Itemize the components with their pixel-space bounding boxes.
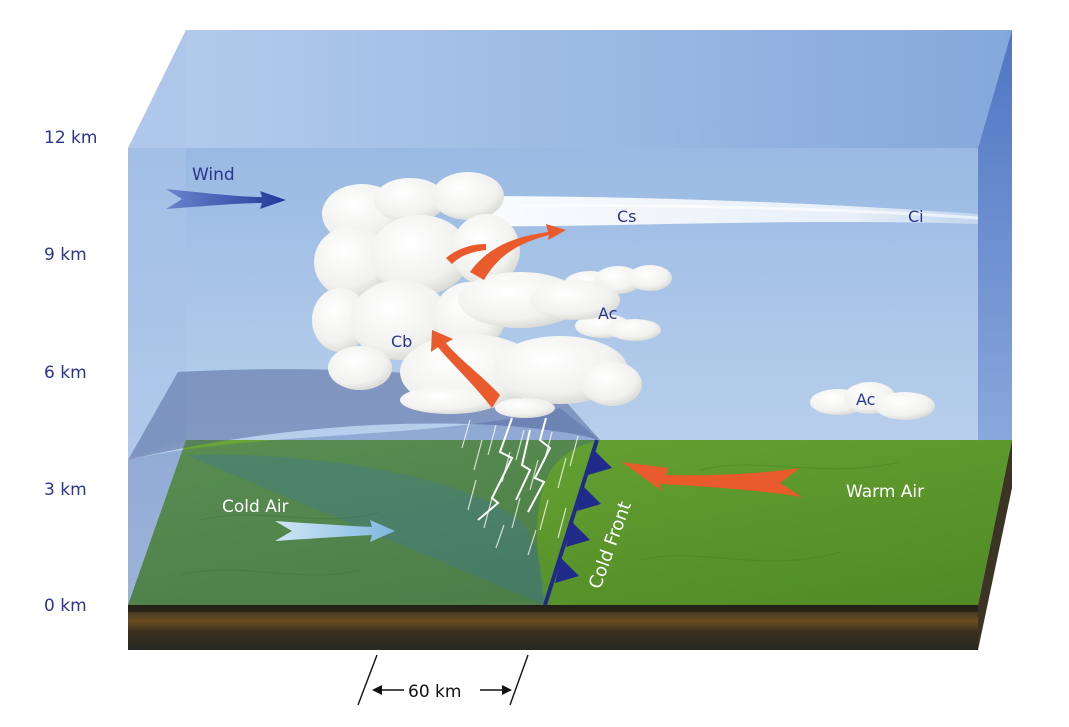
ac-lower-label: Ac [856,390,875,409]
cold-air-label: Cold Air [222,497,289,517]
cold-front-triangles [555,450,612,583]
rising-warm-arrow-upper [470,224,566,280]
soil-right-face [978,440,1012,650]
warm-air-arrow [622,462,802,497]
rain [461,419,579,556]
altitude-label-12km: 12 km [44,128,98,148]
cold-air-mass [128,408,600,605]
cirrostratus-cloud [470,196,978,227]
sky-left-face [128,30,186,460]
altitude-label-3km: 3 km [44,480,87,500]
lightning [477,417,552,521]
distance-label: 60 km [408,682,461,702]
altitude-label-6km: 6 km [44,363,87,383]
cold-air-arrow [275,520,395,542]
distance-tick-right [509,654,529,706]
sky-top-face [128,30,1012,148]
altitude-label-9km: 9 km [44,245,87,265]
cs-label: Cs [617,207,637,226]
cold-front-line [543,439,599,606]
altitude-label-0km: 0 km [44,596,87,616]
distance-tick-left [357,654,378,706]
soil-front-face [128,605,978,650]
sky-right-face [978,30,1012,440]
wind-label: Wind [192,165,235,185]
ground-texture [179,461,901,576]
rising-warm-arrow-lower [431,330,500,408]
ci-label: Ci [908,207,924,226]
cb-label: Cb [391,332,412,351]
altocumulus-cloud-lower [810,382,935,420]
warm-air-label: Warm Air [846,482,924,502]
ac-upper-label: Ac [598,304,617,323]
wind-arrow [166,189,286,209]
